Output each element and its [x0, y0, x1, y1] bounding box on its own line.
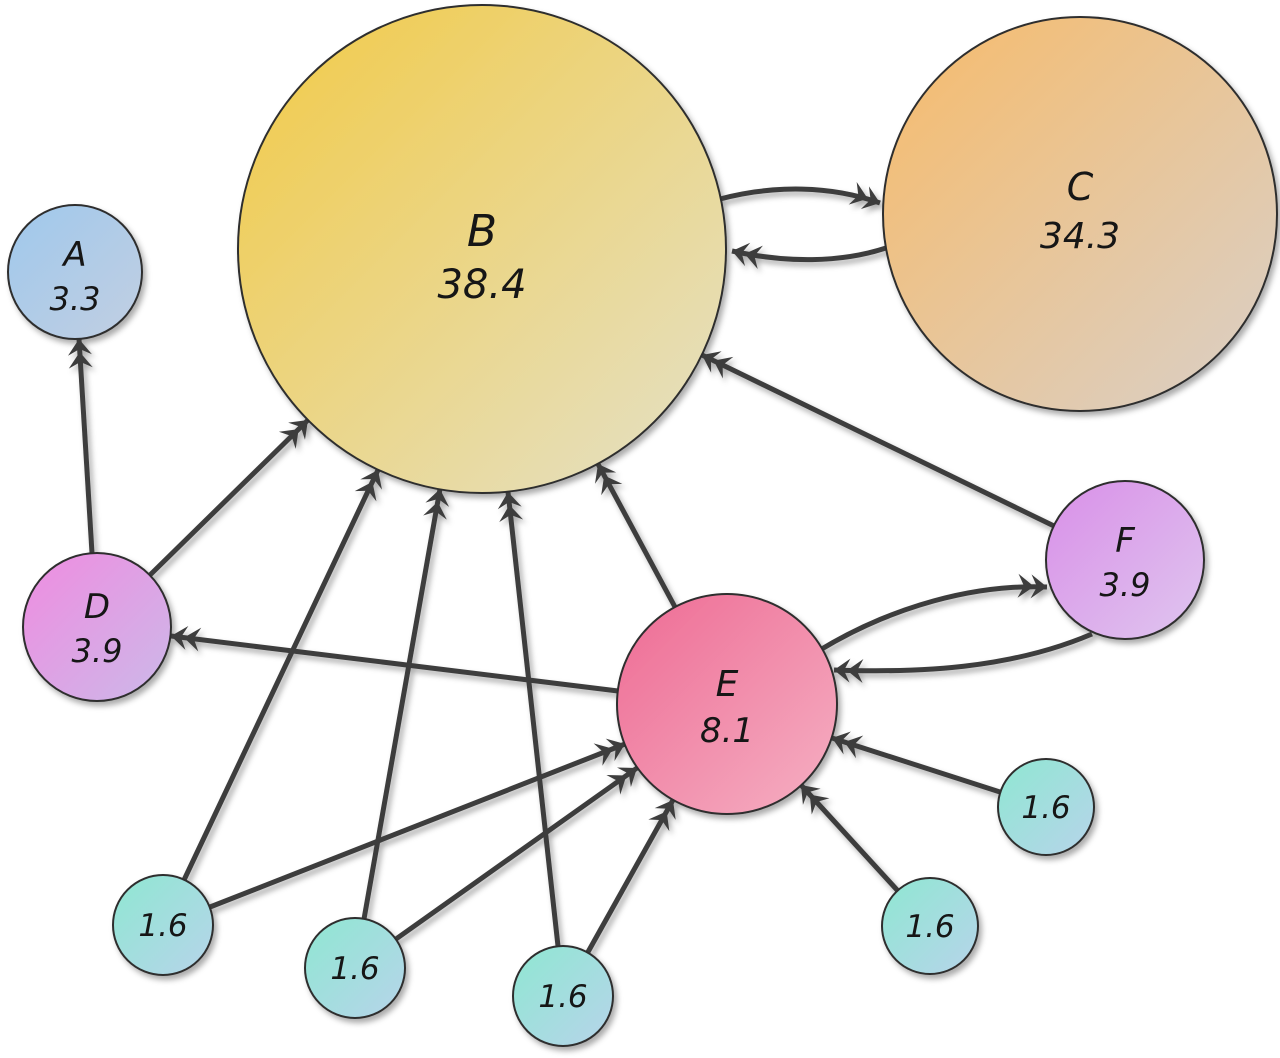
- node-d-circle: [22, 552, 172, 702]
- node-d: D 3.9: [22, 552, 172, 702]
- edge-s5-to-e: [831, 731, 1001, 795]
- edge-f-to-e: [833, 631, 1093, 684]
- node-s3-circle: [512, 945, 614, 1047]
- node-a-value: 3.3: [50, 280, 101, 318]
- node-s3-value: 1.6: [538, 979, 587, 1015]
- node-b-value: 38.4: [437, 262, 526, 308]
- node-c: C 34.3: [882, 16, 1278, 412]
- node-s4-value: 1.6: [905, 909, 954, 945]
- node-d-label: D: [84, 587, 110, 627]
- node-s5-circle: [997, 758, 1095, 856]
- edge-c-to-b: [731, 242, 887, 269]
- node-b-circle: [237, 4, 727, 494]
- edge-b-to-c: [715, 182, 881, 209]
- node-s4-circle: [881, 877, 979, 975]
- edge-s4-to-e: [799, 783, 900, 893]
- node-a-label: A: [61, 235, 86, 275]
- node-b-label: B: [467, 206, 497, 257]
- edge-s3-to-e: [585, 798, 676, 954]
- node-f-value: 3.9: [1100, 566, 1151, 604]
- node-s2: 1.6: [304, 917, 406, 1019]
- node-e-label: E: [716, 664, 739, 705]
- node-s4: 1.6: [881, 877, 979, 975]
- edge-s2-to-e: [394, 765, 639, 942]
- node-s3: 1.6: [512, 945, 614, 1047]
- node-d-value: 3.9: [72, 632, 123, 670]
- node-s2-circle: [304, 917, 406, 1019]
- edge-d-to-a: [67, 338, 95, 554]
- node-c-label: C: [1067, 165, 1094, 209]
- node-a: A 3.3: [7, 204, 143, 340]
- node-s2-value: 1.6: [330, 951, 379, 987]
- node-b: B 38.4: [237, 4, 727, 494]
- edge-s1-to-e: [209, 738, 626, 910]
- node-s1: 1.6: [112, 874, 214, 976]
- node-c-circle: [882, 16, 1278, 412]
- edge-f-to-b: [700, 351, 1056, 529]
- node-c-value: 34.3: [1040, 216, 1120, 257]
- edge-e-to-b: [595, 462, 678, 609]
- edge-s2-to-b: [361, 488, 450, 920]
- edge-s3-to-b: [497, 491, 561, 947]
- edge-e-to-f: [818, 573, 1048, 653]
- node-e-circle: [616, 593, 838, 815]
- node-s1-value: 1.6: [138, 908, 187, 944]
- node-a-circle: [7, 204, 143, 340]
- node-s5: 1.6: [997, 758, 1095, 856]
- edge-s1-to-b: [181, 468, 383, 882]
- edges: [67, 182, 1093, 954]
- nodes: B 38.4 C 34.3 A 3.3 D 3.9 E 8.1: [7, 4, 1278, 1047]
- edge-e-to-d: [170, 626, 619, 694]
- node-e-value: 8.1: [700, 711, 754, 751]
- node-f: F 3.9: [1045, 480, 1205, 640]
- node-f-circle: [1045, 480, 1205, 640]
- edge-d-to-b: [148, 418, 310, 577]
- node-f-label: F: [1115, 521, 1135, 561]
- node-s5-value: 1.6: [1021, 790, 1070, 826]
- node-e: E 8.1: [616, 593, 838, 815]
- node-s1-circle: [112, 874, 214, 976]
